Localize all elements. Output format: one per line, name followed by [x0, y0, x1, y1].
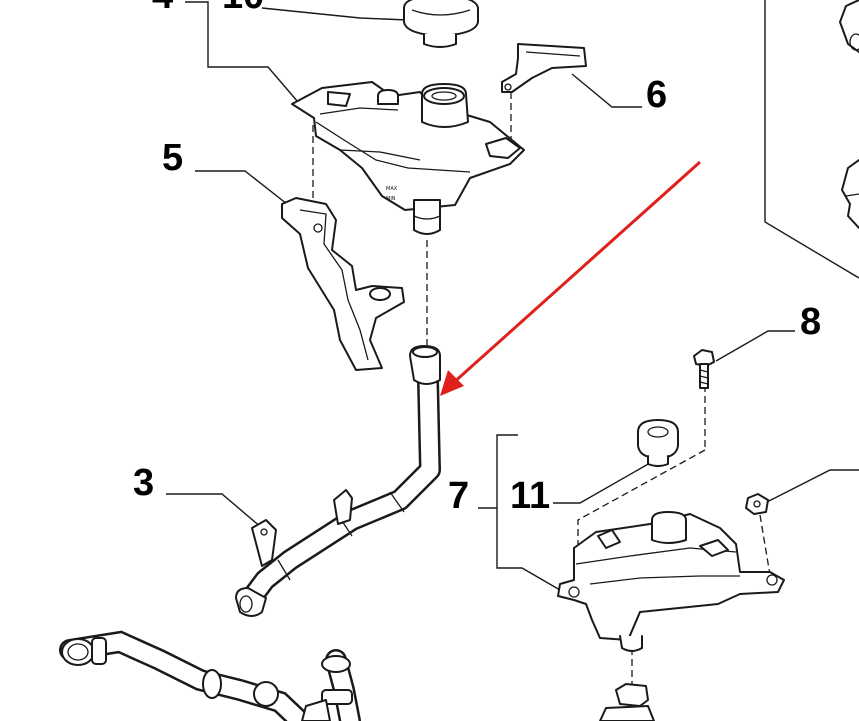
arrow-head [440, 370, 464, 396]
callout-3: 3 [133, 462, 154, 504]
tank-max-mark: MAX [386, 186, 398, 192]
lower-hose-assembly [59, 630, 361, 721]
right-edge-parts [839, 0, 859, 229]
part-8-bolt [693, 349, 715, 389]
callout-11: 11 [510, 475, 550, 517]
part-3-hose [235, 345, 441, 617]
lower-fitting [599, 683, 655, 721]
callout-7: 7 [448, 475, 469, 517]
part-nut [745, 493, 769, 515]
tank-min-mark: MIN [386, 196, 396, 202]
part-4-expansion-tank: MAX MIN [291, 81, 525, 235]
part-5-bracket [281, 197, 405, 371]
part-10-cap [403, 0, 479, 48]
callout-10: 10 [222, 0, 264, 17]
leader-lines [166, 0, 859, 591]
part-6-bracket [501, 43, 587, 93]
red-indicator-arrow [440, 160, 702, 396]
callout-8: 8 [800, 301, 821, 343]
part-11-cap [637, 419, 679, 467]
callout-6: 6 [646, 74, 667, 116]
callout-5: 5 [162, 137, 183, 179]
part-7-expansion-tank [557, 511, 785, 652]
arrow-shaft [450, 160, 702, 386]
callout-4: 4 [152, 0, 173, 17]
